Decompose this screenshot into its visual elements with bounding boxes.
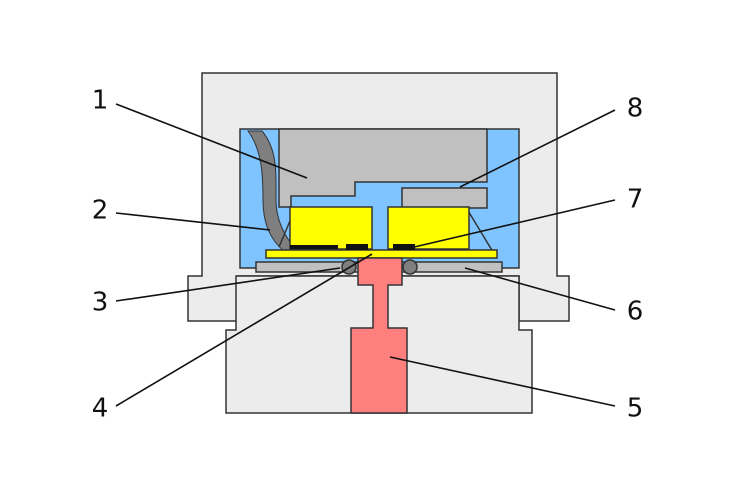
- sensor-top-plate: [401, 187, 488, 209]
- conductor-left: [290, 245, 338, 249]
- ceramic-block-left: [289, 206, 373, 250]
- callout-label-4: 4: [92, 394, 109, 424]
- ceramic-block-right: [387, 206, 470, 250]
- leader-line-1: [115, 103, 308, 179]
- callout-label-1: 1: [92, 86, 109, 116]
- leader-line-2: [115, 212, 271, 231]
- conductor-right: [393, 244, 415, 250]
- callout-label-2: 2: [92, 196, 109, 226]
- callout-label-7: 7: [627, 185, 644, 215]
- callout-label-6: 6: [627, 297, 644, 327]
- leader-line-7: [409, 199, 616, 249]
- leader-line-3: [115, 267, 341, 302]
- callout-label-3: 3: [92, 288, 109, 318]
- leader-line-6: [464, 267, 616, 311]
- ceramic-diaphragm: [265, 249, 498, 259]
- o-ring-right: [402, 259, 418, 275]
- right-support-wire: [466, 208, 494, 253]
- leader-line-4: [115, 253, 373, 407]
- leader-line-8: [459, 109, 616, 188]
- pressure-channel: [350, 257, 408, 414]
- conductor-center: [346, 244, 368, 250]
- callout-label-8: 8: [627, 94, 644, 124]
- sensor-body: [278, 128, 488, 208]
- leader-line-5: [389, 356, 616, 407]
- callout-label-5: 5: [627, 394, 644, 424]
